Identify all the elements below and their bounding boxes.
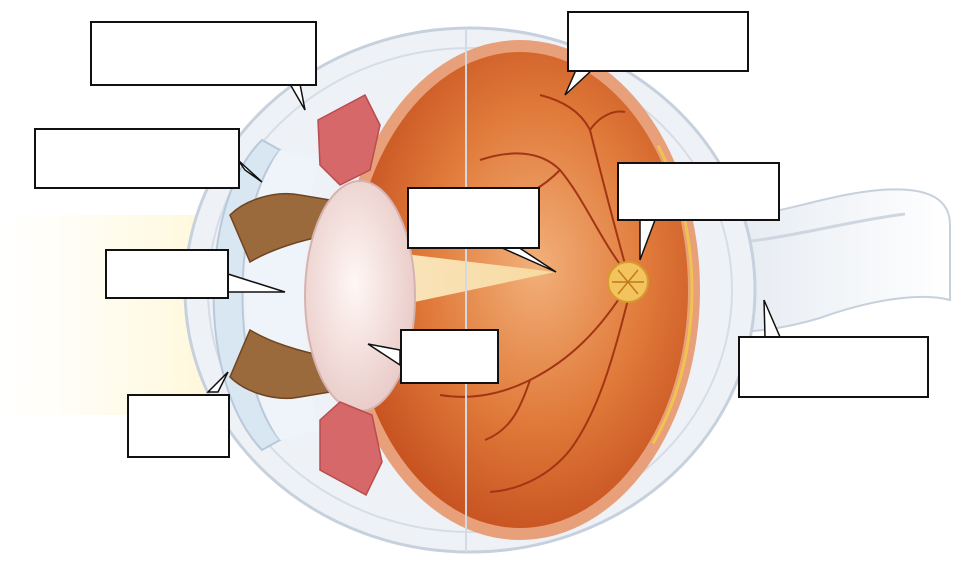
label-box-bottom-right[interactable] xyxy=(738,336,929,398)
label-box-center[interactable] xyxy=(407,187,540,249)
label-box-lower-left[interactable] xyxy=(127,394,230,458)
label-box-middle-left[interactable] xyxy=(105,249,229,299)
label-box-top-left[interactable] xyxy=(90,21,317,86)
label-box-center-lower[interactable] xyxy=(400,329,499,384)
label-box-upper-left[interactable] xyxy=(34,128,240,189)
label-box-top-right[interactable] xyxy=(567,11,749,72)
lens xyxy=(305,181,415,411)
label-box-right[interactable] xyxy=(617,162,780,221)
